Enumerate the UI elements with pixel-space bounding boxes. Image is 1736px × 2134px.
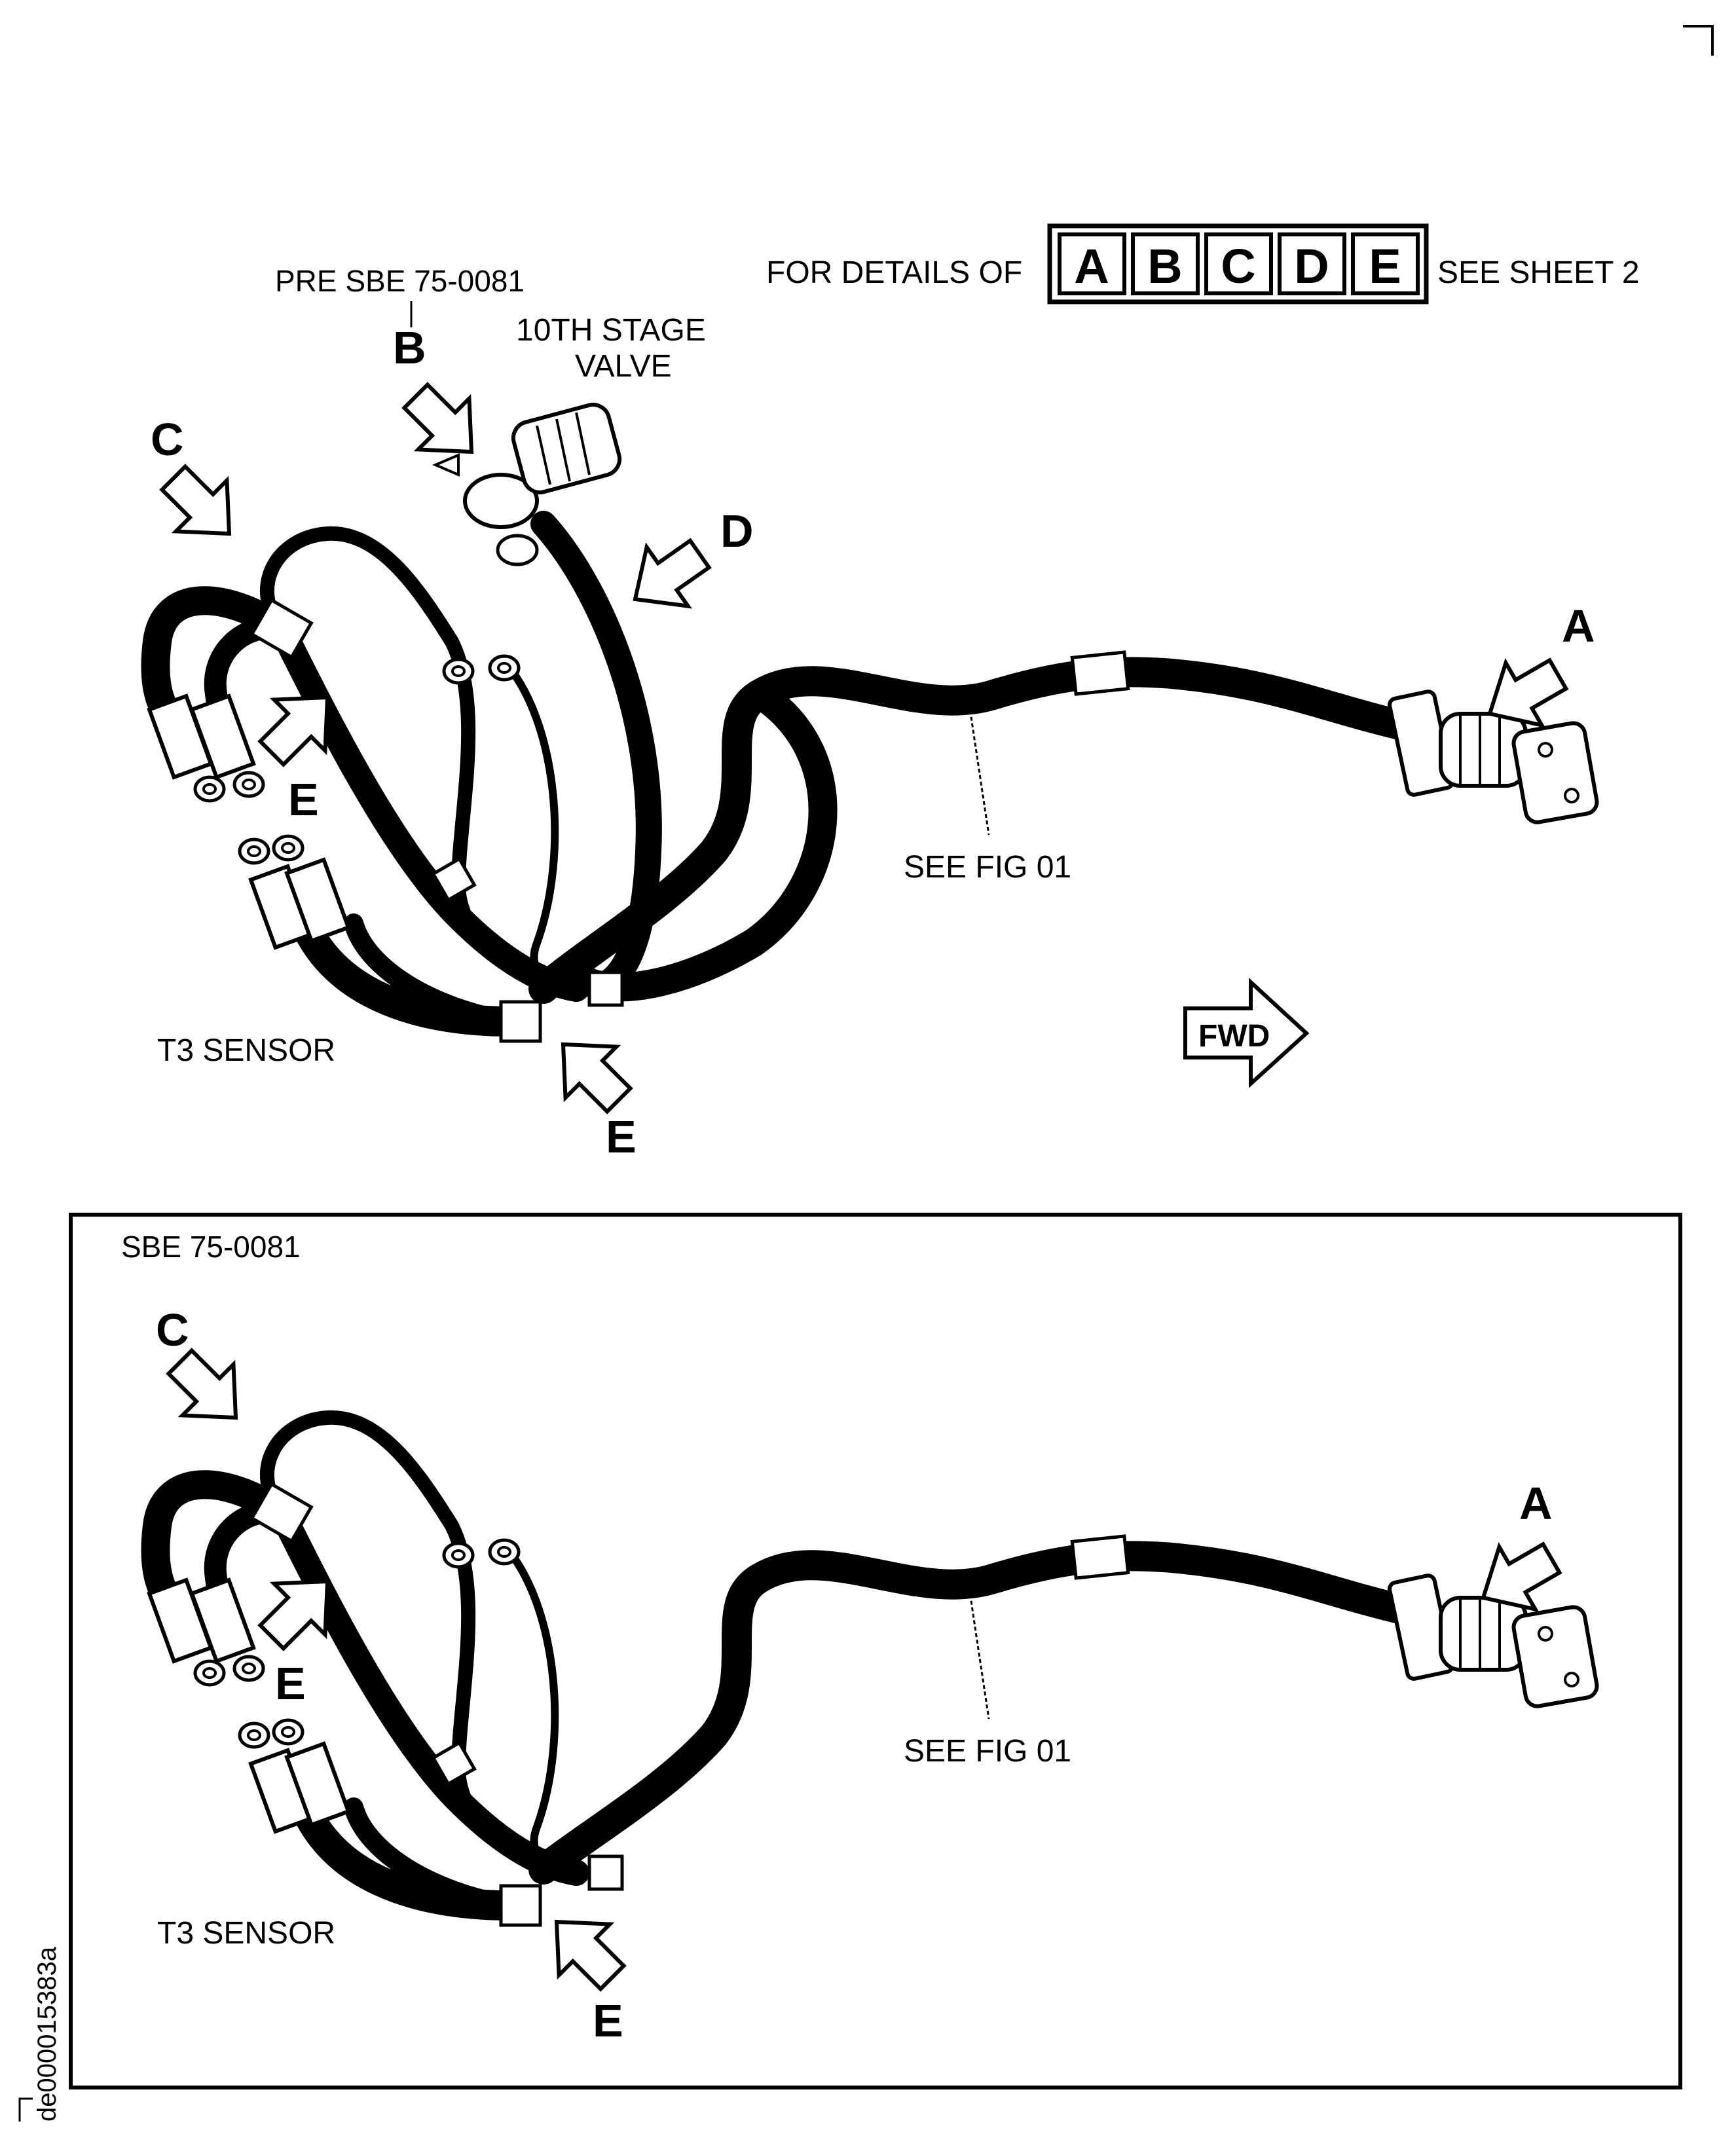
harness-cables bbox=[141, 511, 1423, 1037]
callout-e-lower-top: E bbox=[606, 1111, 637, 1162]
fwd-label: FWD bbox=[1198, 1019, 1270, 1054]
detail-letter-a: A bbox=[1074, 239, 1109, 293]
valve-label-line2: VALVE bbox=[575, 349, 672, 384]
callout-a-bottom: A bbox=[1519, 1478, 1553, 1529]
valve-label-line1: 10TH STAGE bbox=[516, 313, 706, 348]
valve-connector bbox=[432, 403, 622, 566]
corner-mark bbox=[1683, 25, 1714, 56]
callout-c-bottom: C bbox=[156, 1304, 189, 1355]
callout-b-top: B bbox=[393, 322, 426, 373]
connector-a-bottom bbox=[1388, 1573, 1599, 1708]
details-header: FOR DETAILS OF A B C D E SEE SHEET 2 bbox=[766, 223, 1640, 304]
see-fig-bottom: SEE FIG 01 bbox=[904, 1734, 1071, 1769]
details-suffix: SEE SHEET 2 bbox=[1437, 255, 1640, 290]
callout-e-upper-bottom: E bbox=[275, 1658, 306, 1709]
top-harness-view: PRE SBE 75-0081 10TH STAGE VALVE bbox=[141, 264, 1599, 1162]
t3-sensor-bottom: T3 SENSOR bbox=[157, 1916, 335, 1951]
figure-id: de000015383a bbox=[18, 1946, 62, 2122]
detail-letter-c: C bbox=[1221, 239, 1255, 293]
connector-a bbox=[1388, 690, 1599, 824]
sbe-frame bbox=[69, 1213, 1682, 2089]
pre-sbe-note: PRE SBE 75-0081 bbox=[275, 264, 525, 298]
callout-d-top: D bbox=[720, 506, 754, 557]
detail-letter-b: B bbox=[1147, 239, 1182, 293]
sbe-note: SBE 75-0081 bbox=[121, 1230, 301, 1264]
harness-cables-bottom bbox=[141, 1410, 1423, 1921]
detail-letter-d: D bbox=[1294, 239, 1329, 293]
detail-letter-e: E bbox=[1369, 239, 1401, 293]
callout-e-upper-top: E bbox=[288, 774, 319, 825]
forward-arrow: FWD bbox=[1183, 978, 1310, 1088]
bottom-harness-view: SBE 75-0081 bbox=[121, 1230, 1599, 2046]
figure-id-text: de000015383a bbox=[33, 1946, 62, 2122]
see-fig-top: SEE FIG 01 bbox=[904, 850, 1071, 885]
callout-a-top: A bbox=[1562, 600, 1595, 652]
callout-e-lower-bottom: E bbox=[593, 1995, 623, 2046]
details-prefix: FOR DETAILS OF bbox=[766, 255, 1022, 290]
callout-c-top: C bbox=[151, 414, 184, 465]
t3-sensor-top: T3 SENSOR bbox=[157, 1033, 335, 1068]
